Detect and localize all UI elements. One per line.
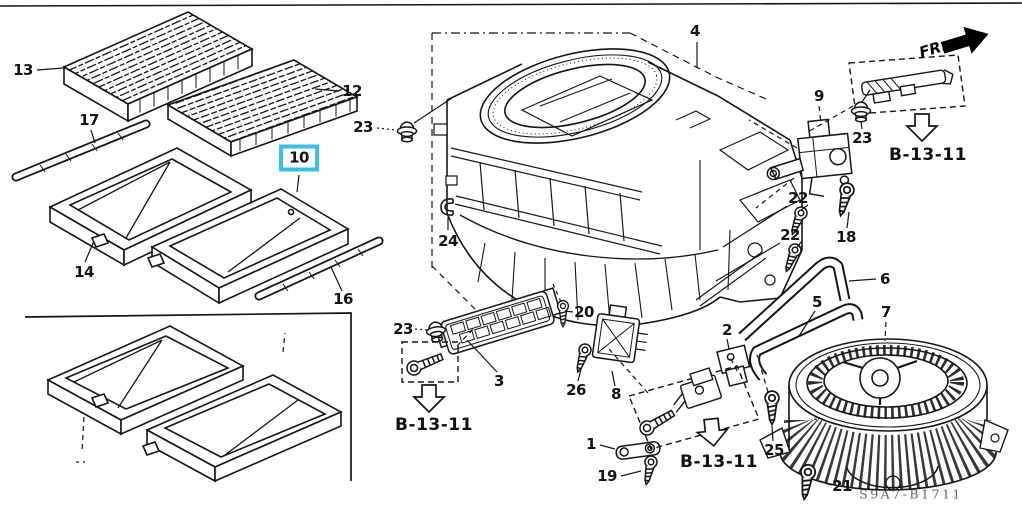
part-callout-19[interactable]: 19: [597, 467, 617, 485]
inset-leader-lines: [76, 332, 286, 463]
drain-hose-5-art: [749, 303, 864, 381]
bolt-ref-center-icon: [636, 406, 678, 439]
inset-box-border: [24, 312, 352, 481]
grommet-23a-icon: [396, 121, 418, 143]
fr-arrow-icon: [940, 26, 989, 54]
part-callout-25[interactable]: 25: [764, 441, 784, 459]
servo-motor-9-art: [766, 118, 853, 198]
part-callout-26[interactable]: 26: [566, 381, 586, 399]
bolt-ref-left-icon: [404, 349, 446, 378]
ref-code-bottom-center[interactable]: B-13-11: [680, 452, 758, 472]
clip-24-icon: [440, 198, 454, 216]
part-callout-14[interactable]: 14: [74, 263, 94, 281]
part-callout-13[interactable]: 13: [13, 61, 33, 79]
part-callout-20[interactable]: 20: [574, 303, 594, 321]
part-callout-7[interactable]: 7: [881, 303, 891, 321]
part-callout-22b[interactable]: 22: [780, 226, 800, 244]
blower-motor-7-art: [759, 338, 1009, 491]
ref-code-top-right[interactable]: B-13-11: [889, 145, 967, 165]
page-border: [0, 2, 1022, 481]
screw-20-icon: [556, 299, 570, 328]
bracket-1-art: [615, 441, 661, 460]
ref-box-part-art-bottom-center: [673, 367, 722, 413]
power-transistor-8-art: [591, 304, 648, 364]
ref-arrow-top-right-icon: [906, 113, 938, 142]
ref-box-bottom-left: [401, 341, 459, 383]
part-callout-4[interactable]: 4: [690, 22, 700, 40]
leader-lines: [36, 32, 887, 486]
part-callout-23b[interactable]: 23: [852, 129, 872, 147]
part-callout-23c[interactable]: 23: [393, 320, 413, 338]
part-callout-1[interactable]: 1: [586, 435, 596, 453]
part-callout-16[interactable]: 16: [333, 290, 353, 308]
ref-arrow-bottom-left-icon: [413, 384, 445, 413]
part-callout-12[interactable]: 12: [342, 82, 362, 100]
seal-strip-17-art: [11, 119, 151, 182]
part-callout-2[interactable]: 2: [722, 321, 732, 339]
part-callout-18[interactable]: 18: [836, 228, 856, 246]
filter-13-art: [62, 11, 254, 123]
inset-frame-right-art: [141, 374, 343, 483]
screw-18-icon: [833, 180, 857, 219]
filter-12-art: [166, 59, 359, 158]
part-callout-22a[interactable]: 22: [788, 189, 808, 207]
screw-25-icon: [764, 390, 780, 426]
diagram-code-stamp: S9A7-B1711: [859, 486, 963, 502]
filter-frame-10-art: [146, 188, 350, 305]
part-callout-17[interactable]: 17: [79, 111, 99, 129]
ref-code-bottom-left[interactable]: B-13-11: [395, 415, 473, 435]
screw-26-icon: [571, 341, 594, 375]
screw-19-icon: [639, 454, 659, 487]
screw-22b-icon: [780, 241, 804, 275]
heater-unit-art: [433, 48, 803, 327]
part-callout-6[interactable]: 6: [880, 270, 890, 288]
ref-box-top-right: [848, 54, 966, 115]
ref-arrow-bottom-center-icon: [695, 416, 730, 449]
part-callout-24[interactable]: 24: [438, 232, 458, 250]
ref-box-part-art-top-right: [860, 69, 954, 104]
part-callout-3[interactable]: 3: [494, 372, 504, 390]
part-callout-8[interactable]: 8: [611, 385, 621, 403]
seal-strip-16-art: [254, 236, 384, 301]
part-callout-21[interactable]: 21: [832, 477, 852, 495]
drain-hose-6-art: [738, 256, 851, 342]
part-callout-23a[interactable]: 23: [353, 118, 373, 136]
part-callout-9[interactable]: 9: [814, 87, 824, 105]
grommet-23b-icon: [850, 101, 872, 123]
part-callout-5[interactable]: 5: [812, 293, 822, 311]
inset-frame-left-art: [46, 325, 245, 436]
part-callout-10-highlighted[interactable]: 10: [279, 144, 319, 172]
vent-grille-3-art: [434, 287, 562, 355]
